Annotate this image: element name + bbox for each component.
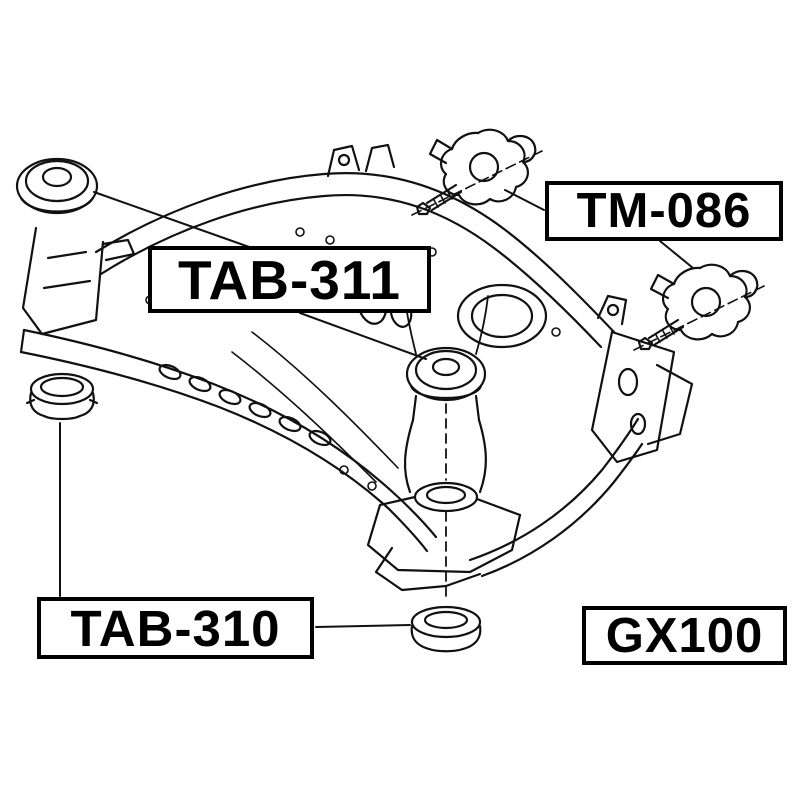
callout-box-gx100: GX100 [582,606,787,665]
subframe-lower-left-rail [19,328,438,553]
callout-box-tab-310: TAB-310 [37,597,314,659]
mount-bracket-upper [411,128,543,216]
mount-bracket-right [633,263,765,351]
callout-box-tab-311: TAB-311 [148,246,431,313]
bushing-top-left [15,157,99,215]
bushing-bottom [410,605,482,653]
subframe-upper-rail [94,172,616,349]
subframe-left-tower [21,226,136,336]
callout-box-tm-086: TM-086 [545,181,783,241]
subframe-center-detail [145,143,628,491]
bushing-left-lower [25,372,99,421]
subframe-bottom-mount [366,291,522,592]
part-number-label: TAB-311 [178,248,401,311]
part-number-label: TM-086 [576,184,752,238]
bushing-center [405,346,487,422]
subframe-right-bracket-plate [590,330,694,464]
subframe-lower-right-rail [468,417,644,578]
part-number-label: TAB-310 [70,599,281,657]
model-code-label: GX100 [605,608,764,663]
callout-leader-lines [59,189,694,628]
